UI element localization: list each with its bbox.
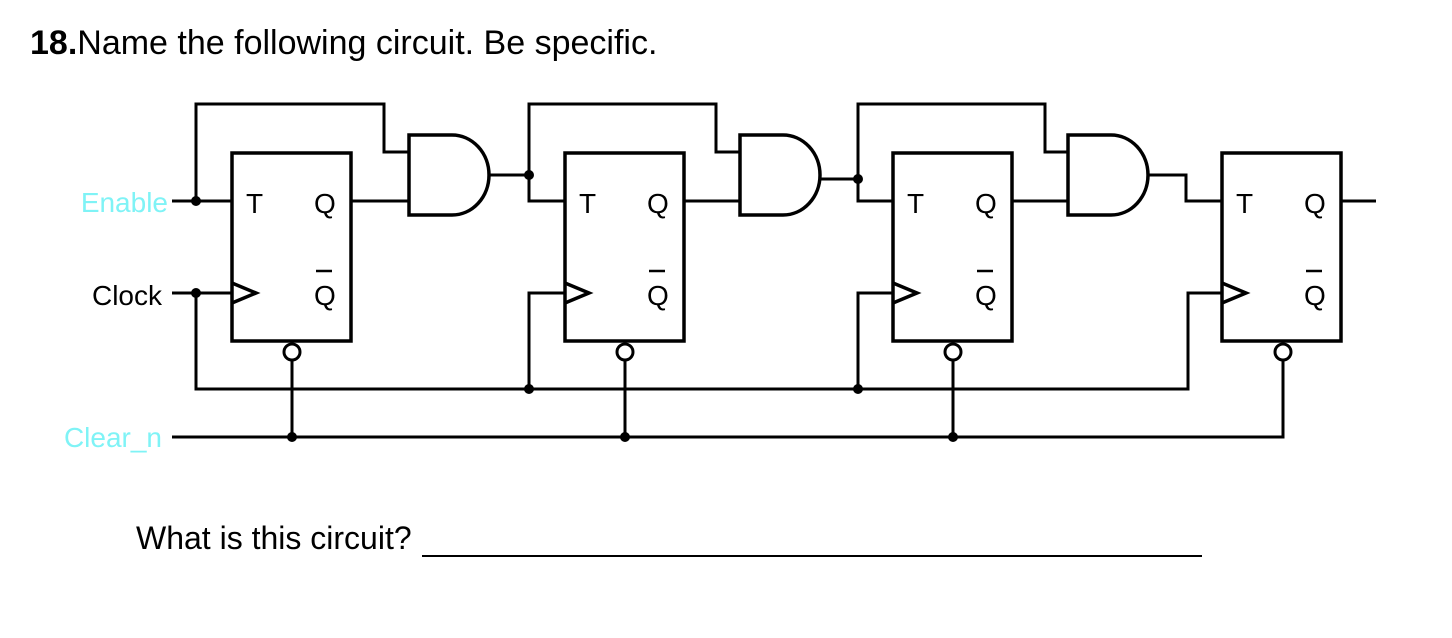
t-pin-label: T xyxy=(907,188,924,219)
clear-bubble-1 xyxy=(282,342,302,362)
junction-dot xyxy=(287,432,297,442)
flip-flop-4 xyxy=(1220,151,1343,343)
flip-flop-3 xyxy=(891,151,1014,343)
question-heading: 18.Name the following circuit. Be specif… xyxy=(30,24,657,63)
answer-prompt: What is this circuit? xyxy=(136,520,412,556)
answer-row: What is this circuit? xyxy=(136,519,1202,557)
clock-triangle-4 xyxy=(1221,281,1251,305)
enable-label: Enable xyxy=(81,187,168,218)
junction-dot xyxy=(524,170,534,180)
gate2-output-wire xyxy=(820,102,1068,203)
clock-triangle-1 xyxy=(231,281,261,305)
junction-dot xyxy=(524,384,534,394)
junction-dot xyxy=(948,432,958,442)
qbar-pin-label: Q xyxy=(314,280,336,311)
flip-flop-1-labels: T Q Q xyxy=(246,188,336,311)
gate1-output-wire xyxy=(489,102,740,203)
clock-wire xyxy=(172,291,1222,391)
clock-triangle-2 xyxy=(564,281,594,305)
qbar-pin-label: Q xyxy=(647,280,669,311)
clock-triangle-3 xyxy=(892,281,922,305)
flip-flop-2 xyxy=(563,151,686,343)
qbar-pin-label: Q xyxy=(1304,280,1326,311)
clear-bubble-4 xyxy=(1273,342,1293,362)
junction-dot xyxy=(853,384,863,394)
question-text: Name the following circuit. Be specific. xyxy=(77,24,658,62)
junction-dot xyxy=(191,288,201,298)
q-pin-label: Q xyxy=(975,188,997,219)
clear-bubble-3 xyxy=(943,342,963,362)
junction-dot xyxy=(191,196,201,206)
gate3-output-wire xyxy=(1148,173,1222,203)
q-pin-label: Q xyxy=(314,188,336,219)
t-pin-label: T xyxy=(579,188,596,219)
answer-blank-field[interactable] xyxy=(421,519,1202,557)
clock-label: Clock xyxy=(92,280,163,311)
and-gate-1 xyxy=(407,133,491,217)
q-pin-label: Q xyxy=(1304,188,1326,219)
clear-wire xyxy=(172,360,1285,439)
question-number: 18. xyxy=(30,24,78,62)
q-pin-label: Q xyxy=(647,188,669,219)
t-pin-label: T xyxy=(246,188,263,219)
and-gate-3 xyxy=(1066,133,1150,217)
clear-bubble-2 xyxy=(615,342,635,362)
flip-flop-3-labels: T Q Q xyxy=(907,188,997,311)
junction-dot xyxy=(620,432,630,442)
flip-flop-1 xyxy=(230,151,353,343)
flip-flop-2-labels: T Q Q xyxy=(579,188,669,311)
qbar-pin-label: Q xyxy=(975,280,997,311)
and-gate-2 xyxy=(738,133,822,217)
enable-wire xyxy=(172,102,409,203)
clear-label: Clear_n xyxy=(64,422,162,453)
flip-flop-4-labels: T Q Q xyxy=(1236,188,1326,311)
junction-dot xyxy=(853,174,863,184)
t-pin-label: T xyxy=(1236,188,1253,219)
